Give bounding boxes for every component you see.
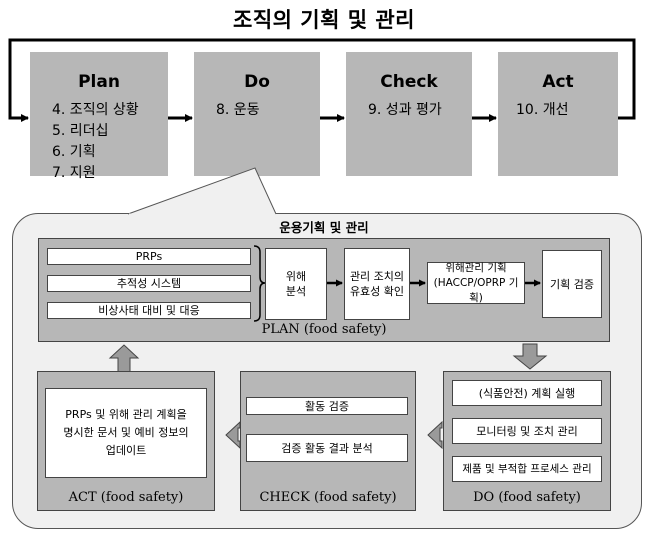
plan-panel-label: PLAN (food safety) [261, 322, 387, 337]
plan-step-hazard-control-plan: 위해관리 기획 (HACCP/OPRP 기획) [427, 262, 525, 304]
pdca-plan-item: 7. 지원 [52, 165, 96, 181]
arrow-do-to-check [427, 420, 443, 450]
check-item-verification: 활동 검증 [246, 397, 408, 415]
arrow-check-to-act [225, 420, 241, 450]
plan-step-hazard-analysis: 위해 분석 [265, 248, 327, 320]
pdca-plan-item: 6. 기획 [52, 144, 96, 160]
plan-input-emergency: 비상사태 대비 및 대응 [47, 302, 251, 319]
pdca-plan-item: 4. 조직의 상황 [52, 102, 139, 118]
operation-title: 운용기획 및 관리 [279, 220, 369, 235]
plan-input-traceability: 추적성 시스템 [47, 275, 251, 292]
pdca-check-heading: Check [380, 72, 438, 92]
pdca-do-heading: Do [244, 72, 270, 92]
pdca-check-item: 9. 성과 평가 [368, 102, 442, 118]
plan-step-verification: 기획 검증 [542, 250, 602, 318]
pdca-plan-heading: Plan [78, 72, 120, 92]
feedback-loop-line [8, 38, 636, 122]
pdca-do-box: Do 8. 운동 [194, 52, 320, 176]
page-title: 조직의 기획 및 관리 [233, 8, 415, 32]
do-item-nonconformity: 제품 및 부적합 프로세스 관리 [452, 456, 602, 482]
do-item-plan-execution: (식품안전) 계획 실행 [452, 380, 602, 406]
do-panel-label: DO (food safety) [473, 490, 581, 505]
plan-input-prps: PRPs [47, 248, 251, 265]
pdca-act-box: Act 10. 개선 [498, 52, 618, 176]
do-callout [127, 167, 277, 215]
check-item-result-analysis: 검증 활동 결과 분석 [246, 434, 408, 462]
act-panel-label: ACT (food safety) [68, 490, 184, 505]
check-panel-label: CHECK (food safety) [259, 490, 397, 505]
plan-step-control-validation: 관리 조치의 유효성 확인 [344, 248, 410, 320]
arrow-act-to-plan [108, 344, 140, 373]
pdca-plan-item: 5. 리더십 [52, 123, 109, 139]
pdca-act-heading: Act [542, 72, 574, 92]
arrow-plan-to-do [512, 343, 548, 370]
act-item-update: PRPs 및 위해 관리 계획을 명시한 문서 및 예비 정보의 업데이트 [45, 388, 207, 478]
pdca-check-box: Check 9. 성과 평가 [346, 52, 472, 176]
do-item-monitoring: 모니터링 및 조치 관리 [452, 418, 602, 444]
pdca-do-item: 8. 운동 [216, 102, 260, 118]
pdca-plan-box: Plan 4. 조직의 상황 5. 리더십 6. 기획 7. 지원 [30, 52, 168, 181]
pdca-act-item: 10. 개선 [516, 102, 569, 118]
